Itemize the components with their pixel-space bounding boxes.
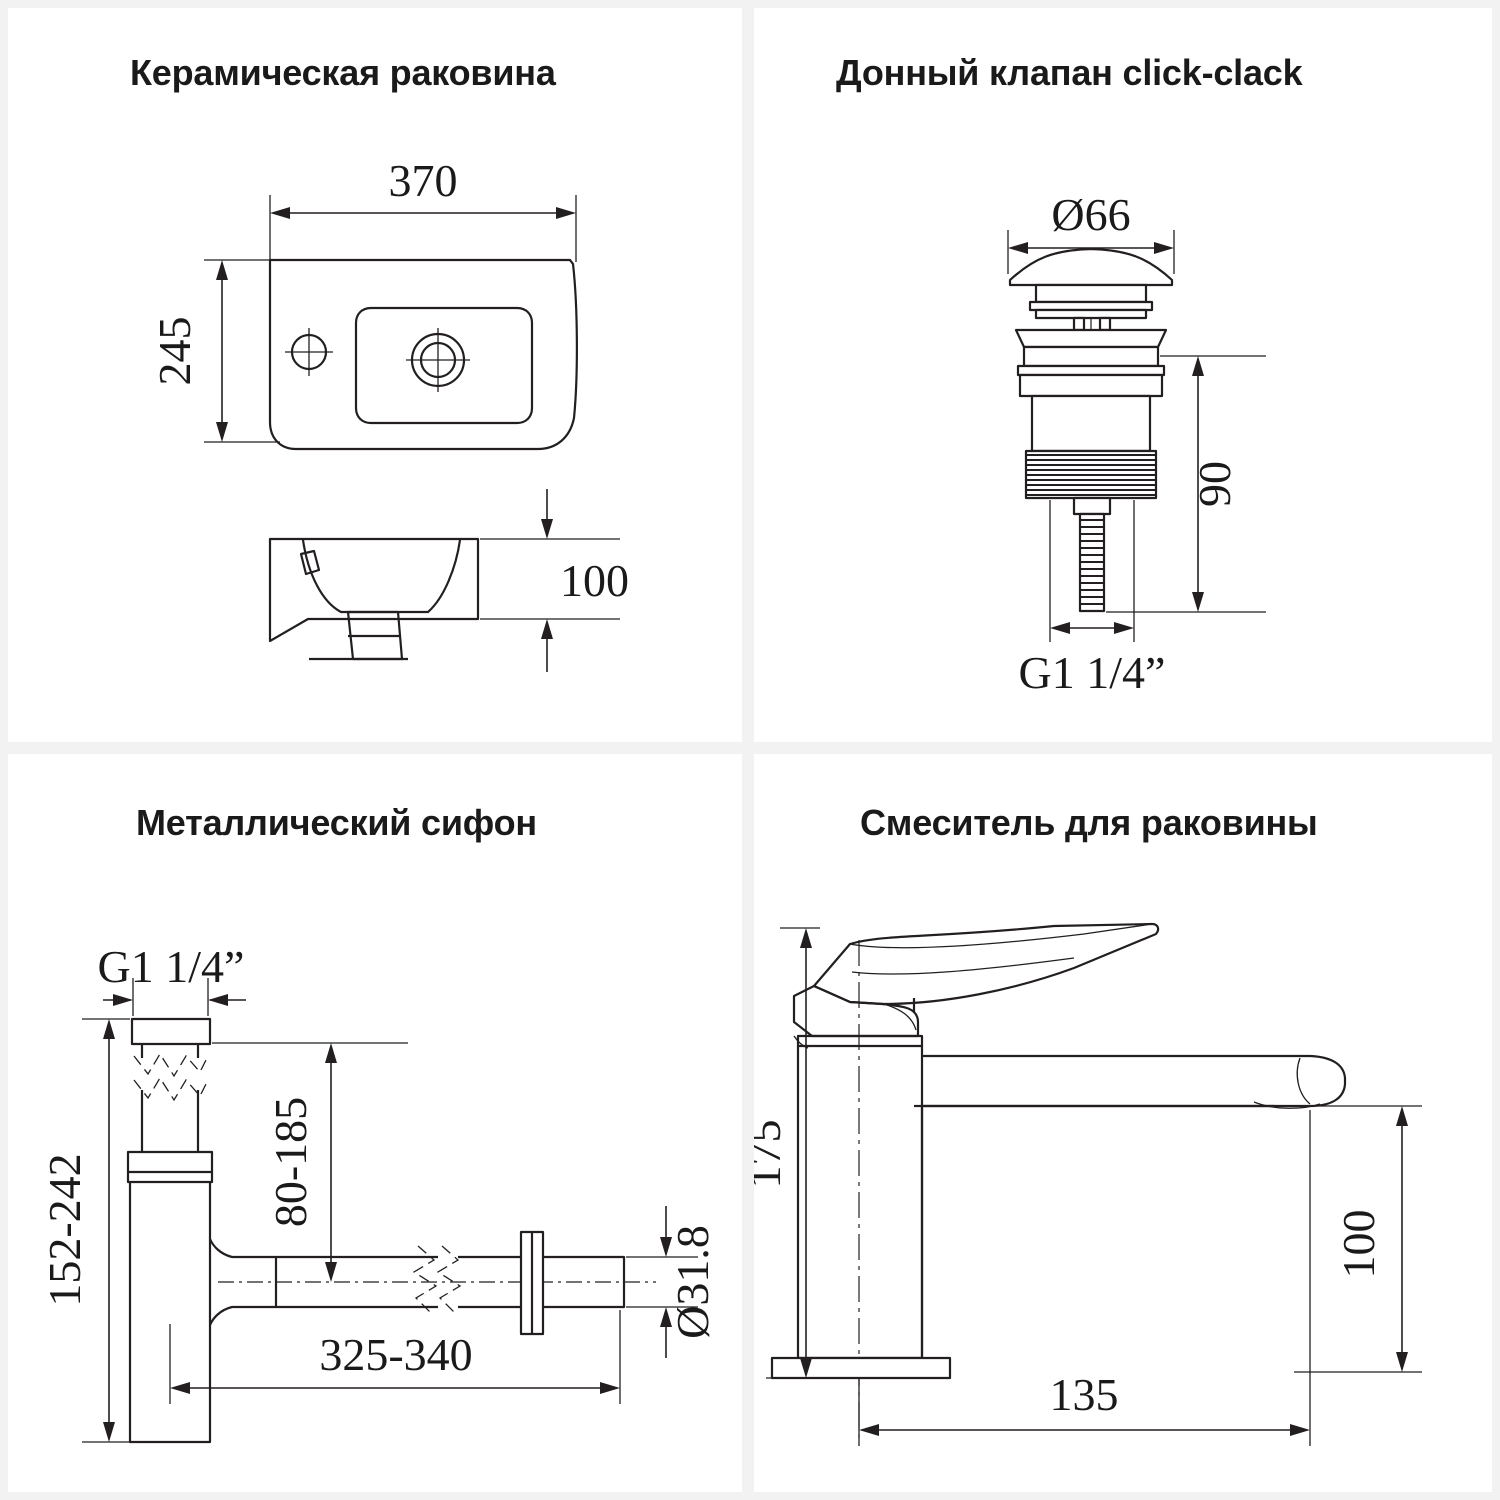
dim-faucet-spout-height: 100: [1333, 1210, 1384, 1279]
panel-basin-mixer: Смеситель для раковины: [754, 754, 1492, 1492]
dim-siphon-outlet-length: 325-340: [319, 1329, 472, 1380]
dim-siphon-overall-height: 152-242: [39, 1153, 90, 1306]
panel-metal-siphon: Металлический сифон G1 1/4”: [8, 754, 742, 1492]
drawing-metal-siphon: G1 1/4”: [39, 941, 718, 1444]
panel-title-ceramic-washbasin: Керамическая раковина: [130, 52, 556, 93]
dim-siphon-pipe-diameter: Ø31.8: [667, 1225, 718, 1339]
panel-title-click-clack-valve: Донный клапан click-clack: [836, 52, 1303, 93]
panel-click-clack-valve: Донный клапан click-clack Ø66: [754, 8, 1492, 742]
drawing-basin-mixer: 175 100 135: [754, 922, 1422, 1446]
dim-siphon-inlet-thread: G1 1/4”: [98, 941, 245, 992]
dim-faucet-spout-reach: 135: [1050, 1369, 1119, 1420]
drawing-ceramic-washbasin: 370 245: [149, 155, 629, 672]
dim-siphon-outlet-height: 80-185: [265, 1097, 316, 1227]
dim-valve-thread: G1 1/4”: [1019, 647, 1166, 698]
panel-title-basin-mixer: Смеситель для раковины: [860, 802, 1318, 843]
dim-faucet-total-height: 175: [754, 1120, 790, 1189]
drawing-click-clack-valve: Ø66: [1007, 189, 1266, 698]
dim-sink-depth: 245: [149, 317, 200, 386]
dim-valve-height: 90: [1189, 461, 1240, 507]
dim-valve-cap-diameter: Ø66: [1051, 189, 1130, 240]
dim-sink-height: 100: [560, 555, 629, 606]
panel-title-metal-siphon: Металлический сифон: [136, 802, 537, 843]
panel-ceramic-washbasin: Керамическая раковина 370 245: [8, 8, 742, 742]
dim-sink-width: 370: [389, 155, 458, 206]
